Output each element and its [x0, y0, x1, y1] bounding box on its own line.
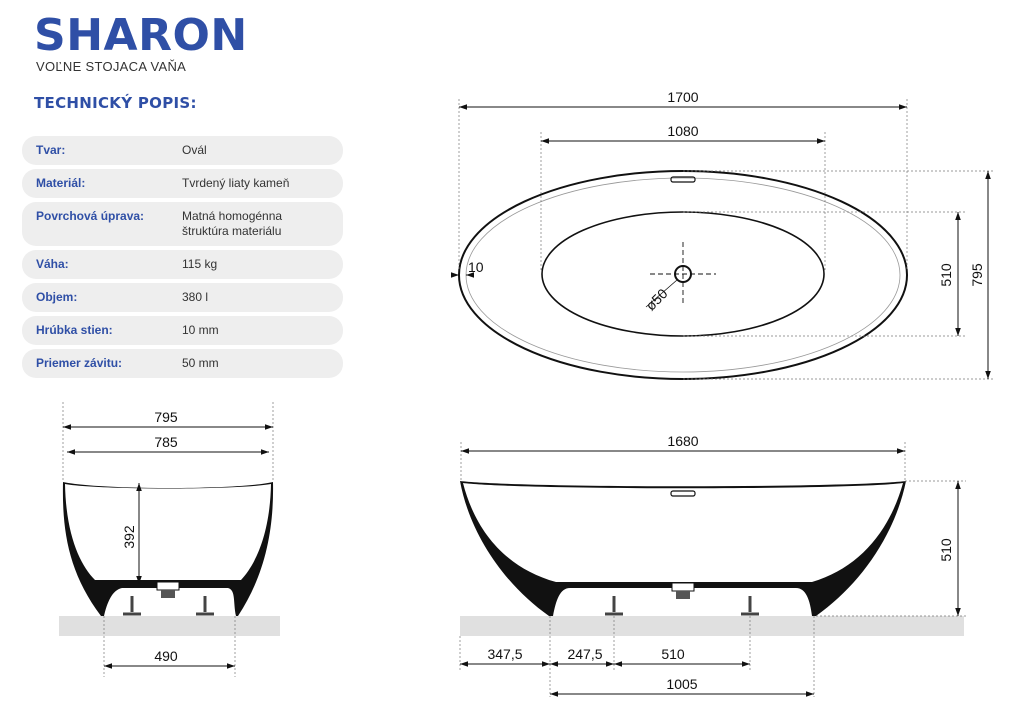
dim-side-depth: 392 — [121, 525, 137, 549]
dim-front-height: 510 — [938, 538, 954, 562]
spec-value: Ovál — [182, 143, 207, 157]
spec-label: Povrchová úprava: — [36, 209, 145, 223]
spec-value: 50 mm — [182, 356, 219, 370]
side-drain-pipe — [161, 590, 175, 598]
dim-top-length: 1700 — [667, 89, 698, 105]
spec-label: Materiál: — [36, 176, 86, 190]
spec-value: Tvrdený liaty kameň — [182, 176, 290, 190]
product-subtitle: VOĽNE STOJACA VAŇA — [36, 59, 187, 74]
drain-leader — [645, 279, 678, 308]
side-view: 795 785 392 490 — [59, 402, 280, 677]
spec-label: Váha: — [36, 257, 69, 271]
floor — [59, 616, 280, 636]
spec-label: Hrúbka stien: — [36, 323, 113, 337]
top-view: ø50 1700 1080 10 510 795 — [451, 89, 995, 380]
side-tub-interior — [65, 484, 271, 580]
dim-side-width: 795 — [154, 409, 178, 425]
dim-side-base: 490 — [154, 648, 178, 664]
dim-front-c: 510 — [661, 646, 685, 662]
spec-value: 115 kg — [182, 257, 218, 271]
dim-side-inner-width: 785 — [154, 434, 178, 450]
dim-top-wall: 10 — [468, 259, 484, 275]
spec-row-thread: Priemer závitu: 50 mm — [22, 349, 343, 378]
spec-label: Priemer závitu: — [36, 356, 123, 370]
dim-front-length: 1680 — [667, 433, 698, 449]
dim-front-b: 247,5 — [567, 646, 602, 662]
spec-row-material: Materiál: Tvrdený liaty kameň — [22, 169, 343, 198]
product-title: SHARON — [34, 10, 248, 61]
overflow-icon — [670, 176, 696, 183]
dim-top-width: 795 — [969, 263, 985, 287]
front-tub-interior — [463, 483, 903, 582]
spec-row-finish: Povrchová úprava: Matná homogénna štrukt… — [22, 202, 343, 246]
spec-table: Tvar: Ovál Materiál: Tvrdený liaty kameň… — [22, 136, 343, 382]
floor — [460, 616, 964, 636]
dim-top-inner-width: 510 — [938, 263, 954, 287]
front-view: 1680 510 347,5 247,5 510 1005 — [459, 433, 966, 697]
dim-front-a: 347,5 — [487, 646, 522, 662]
spec-row-wall: Hrúbka stien: 10 mm — [22, 316, 343, 345]
spec-row-shape: Tvar: Ovál — [22, 136, 343, 165]
spec-value: 10 mm — [182, 323, 219, 337]
spec-label: Objem: — [36, 290, 78, 304]
spec-row-weight: Váha: 115 kg — [22, 250, 343, 279]
front-drain-fitting — [671, 582, 695, 592]
side-drain-fitting — [156, 581, 180, 591]
spec-row-volume: Objem: 380 l — [22, 283, 343, 312]
section-title: TECHNICKÝ POPIS: — [34, 94, 197, 112]
spec-value: 380 l — [182, 290, 209, 304]
spec-value: Matná homogénna štruktúra materiálu — [182, 209, 283, 238]
front-overflow-icon — [670, 490, 696, 497]
dim-top-inner-length: 1080 — [667, 123, 698, 139]
dim-front-base: 1005 — [666, 676, 697, 692]
spec-label: Tvar: — [36, 143, 66, 157]
front-drain-pipe — [676, 591, 690, 599]
